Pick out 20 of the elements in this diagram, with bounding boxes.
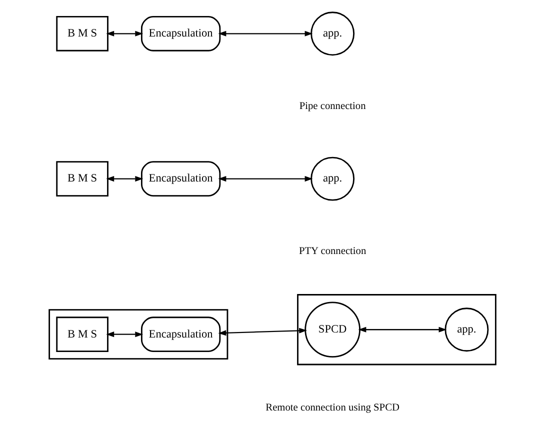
arrow: [106, 30, 144, 36]
arrow: [358, 326, 447, 332]
label: Remote connection using SPCD: [266, 402, 400, 414]
node-circle: app.: [444, 308, 489, 352]
node-box: B M S: [56, 161, 108, 196]
arrow: [218, 30, 313, 36]
node-box: Encapsulation: [140, 161, 221, 196]
arrow: [218, 328, 307, 336]
node-box: Encapsulation: [140, 16, 221, 52]
node-box: B M S: [56, 316, 108, 352]
label: Pipe connection: [299, 100, 366, 112]
node-box: B M S: [56, 16, 108, 52]
node-circle: app.: [310, 12, 355, 56]
label: PTY connection: [298, 246, 366, 258]
node-box: Encapsulation: [140, 316, 221, 352]
node-circle: app.: [310, 156, 355, 201]
arrow: [106, 176, 144, 182]
arrow: [218, 176, 313, 182]
arrow: [106, 332, 144, 338]
node-circle: SPCD: [304, 302, 360, 358]
